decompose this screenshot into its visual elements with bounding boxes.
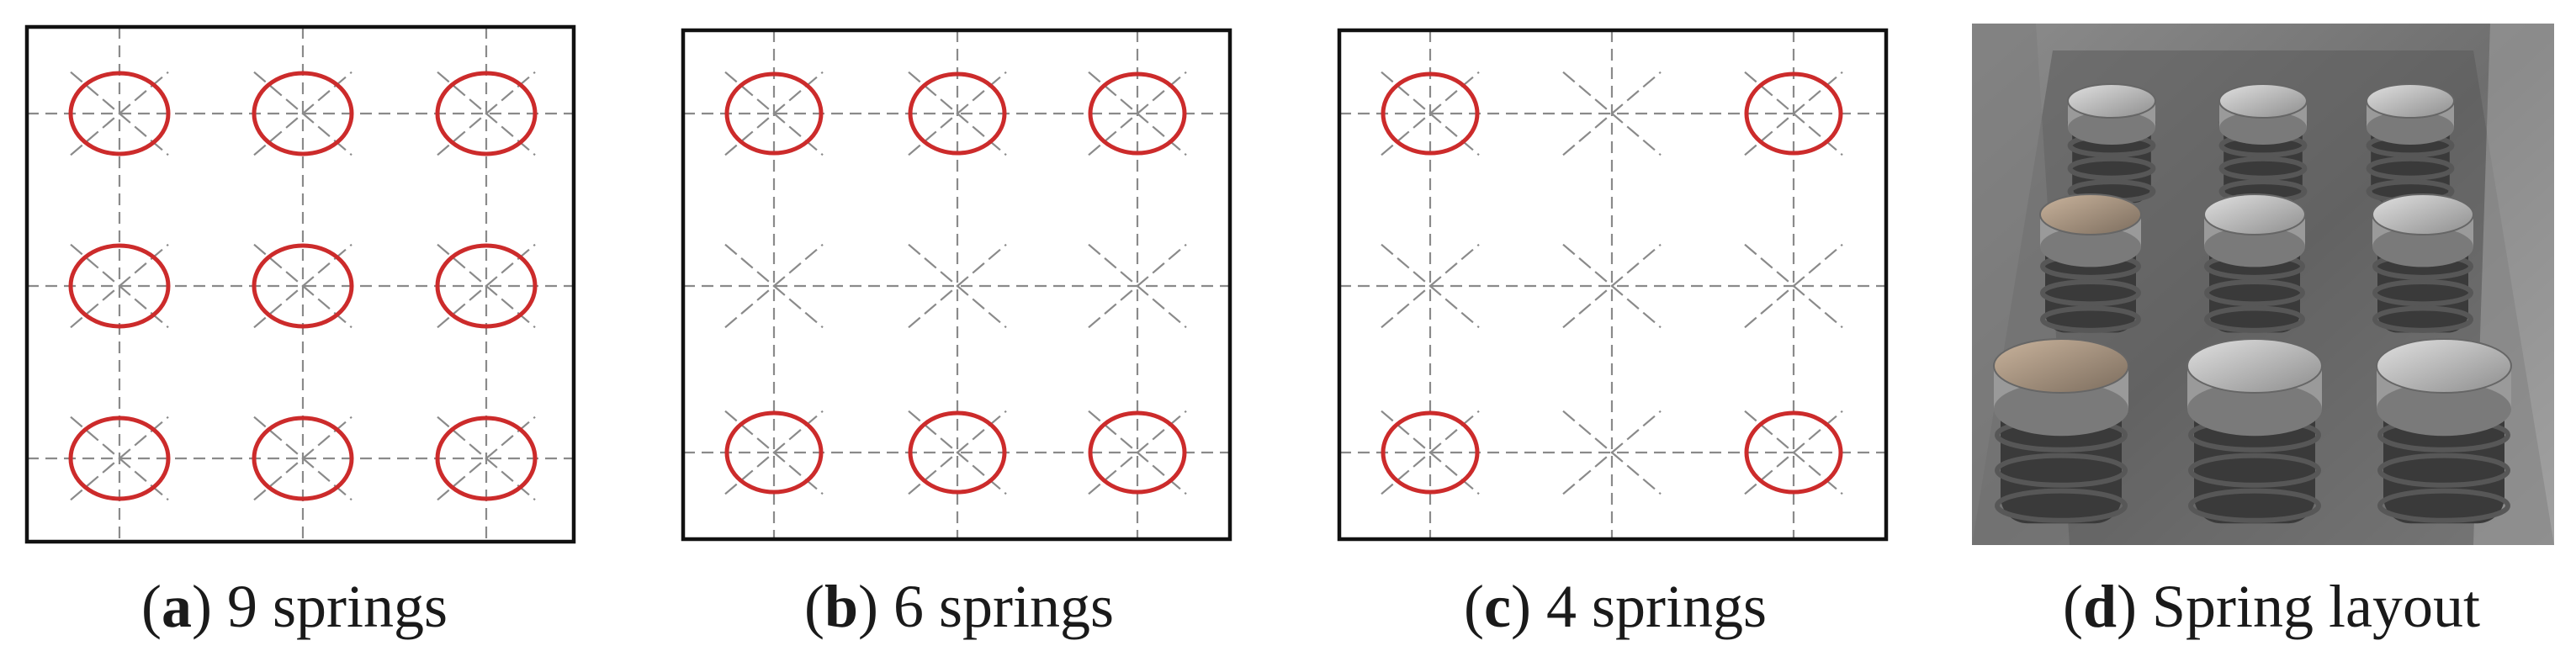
caption-label-c: 4 springs	[1545, 573, 1767, 640]
spring-ring	[1744, 71, 1843, 156]
spring-ring	[435, 243, 538, 329]
spring-ring	[1088, 71, 1187, 156]
spring-coil-turn	[2188, 453, 2321, 488]
spring-coil-turn	[2204, 305, 2305, 333]
diagram-b	[681, 28, 1232, 542]
diagram-c	[1337, 28, 1889, 542]
node-cross-mark	[1562, 71, 1662, 156]
panel-b: (b) 6 springs	[656, 0, 1262, 667]
spring-layout-photo	[1972, 24, 2554, 545]
panel-a: (a) 9 springs	[0, 0, 589, 667]
spring-cap-top	[2186, 338, 2323, 394]
panel-d: (d) Spring layout	[1952, 0, 2576, 667]
spring-ring	[252, 243, 354, 329]
caption-b: (b) 6 springs	[803, 573, 1115, 640]
spring-cap-top	[2203, 193, 2306, 236]
spring-ring	[1744, 410, 1843, 495]
spring-coil-turn	[2040, 278, 2141, 307]
spring-coil-turn	[2377, 488, 2510, 523]
spring-ring	[724, 410, 824, 495]
node-cross-mark	[1562, 243, 1662, 329]
spring-ring	[724, 71, 824, 156]
diagram-a	[24, 24, 576, 544]
node-cross-mark	[908, 243, 1007, 329]
spring-coil-turn	[2372, 305, 2473, 333]
spring-cap-bottom	[2040, 226, 2141, 267]
spring-cap-bottom	[2187, 382, 2322, 437]
frame-border	[681, 28, 1232, 542]
node-cross-mark	[1088, 243, 1187, 329]
spring-coil-turn	[2377, 453, 2510, 488]
spring-ring	[908, 410, 1007, 495]
spring-ring	[252, 416, 354, 501]
caption-label-a: 9 springs	[226, 573, 448, 640]
spring-cap-top	[2067, 83, 2156, 119]
spring-coil-turn	[2040, 305, 2141, 333]
spring-ring	[435, 416, 538, 501]
spring-cap-bottom	[2219, 111, 2307, 145]
spring-cap-top	[1993, 338, 2129, 394]
spring-ring	[68, 71, 171, 156]
spring-ring	[908, 71, 1007, 156]
frame-border	[24, 24, 576, 544]
spring-cap-bottom	[1994, 382, 2128, 437]
spring-coil-turn	[2218, 156, 2308, 181]
spring-ring	[68, 243, 171, 329]
panel-c: (c) 4 springs	[1312, 0, 1918, 667]
spring-ring	[435, 71, 538, 156]
node-cross-mark	[1381, 243, 1480, 329]
caption-label-b: 6 springs	[893, 573, 1115, 640]
caption-letter-c: c	[1484, 573, 1511, 640]
node-cross-mark	[724, 243, 824, 329]
node-cross-mark	[1562, 410, 1662, 495]
spring-coil-turn	[2366, 156, 2455, 181]
spring-ring	[1381, 410, 1480, 495]
caption-c: (c) 4 springs	[1464, 573, 1767, 640]
spring-coil-turn	[1995, 453, 2128, 488]
spring-cap-bottom	[2204, 226, 2305, 267]
spring-cap-top	[2376, 338, 2512, 394]
spring-cap-bottom	[2377, 382, 2511, 437]
caption-letter-d: d	[2082, 573, 2118, 640]
caption-a: (a) 9 springs	[141, 573, 448, 640]
node-cross-mark	[1744, 243, 1843, 329]
spring-coil-turn	[2204, 278, 2305, 307]
spring-cap-bottom	[2068, 111, 2155, 145]
caption-label-d: Spring layout	[2152, 573, 2480, 640]
spring-ring	[1381, 71, 1480, 156]
spring-cap-top	[2372, 193, 2474, 236]
caption-letter-a: a	[161, 573, 192, 640]
spring-cap-top	[2039, 193, 2142, 236]
caption-letter-b: b	[824, 573, 858, 640]
spring-ring	[68, 416, 171, 501]
spring-cap-bottom	[2367, 111, 2454, 145]
spring-ring	[1088, 410, 1187, 495]
spring-cap-bottom	[2372, 226, 2473, 267]
spring-coil-turn	[2372, 278, 2473, 307]
spring-coil-turn	[1995, 488, 2128, 523]
spring-coil-turn	[2188, 488, 2321, 523]
spring-coil-turn	[2067, 156, 2156, 181]
spring-cap-top	[2366, 83, 2455, 119]
frame-border	[1337, 28, 1889, 542]
caption-d: (d) Spring layout	[2062, 573, 2480, 640]
spring-cap-top	[2218, 83, 2308, 119]
spring-ring	[252, 71, 354, 156]
